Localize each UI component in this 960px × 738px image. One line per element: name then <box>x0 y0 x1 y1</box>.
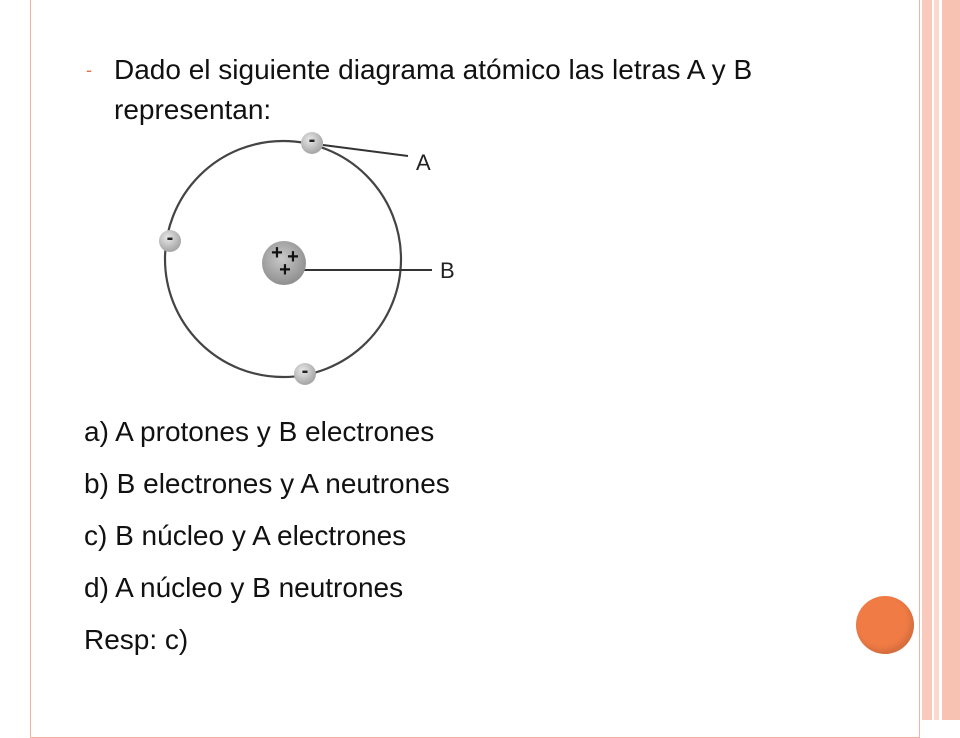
nucleus: + + + <box>262 241 306 285</box>
proton-sign: + <box>279 259 291 281</box>
orbit-ring <box>163 139 403 379</box>
label-b: B <box>440 258 455 283</box>
decorative-stripe <box>922 0 932 720</box>
decorative-circle <box>856 596 914 654</box>
atom-diagram: - - - + + + A B <box>159 129 455 385</box>
question: - Dado el siguiente diagrama atómico las… <box>86 50 866 130</box>
answer-options: a) A protones y B electrones b) B electr… <box>84 406 450 666</box>
bullet-dash: - <box>86 60 92 80</box>
electron-sign: - <box>167 227 174 249</box>
electron-sign: - <box>302 360 309 382</box>
label-a: A <box>416 150 431 175</box>
electron-top: - <box>301 129 323 154</box>
answer-text: Resp: c) <box>84 624 189 655</box>
option-a: a) A protones y B electrones <box>84 416 435 447</box>
decorative-stripe <box>934 0 939 720</box>
proton-sign: + <box>271 242 283 264</box>
question-text: Dado el siguiente diagrama atómico las l… <box>114 54 753 125</box>
option-d: d) A núcleo y B neutrones <box>84 572 404 603</box>
pointer-line-a <box>322 144 409 157</box>
decorative-stripe <box>942 0 960 720</box>
electron-left: - <box>159 227 181 252</box>
electron-bottom: - <box>294 360 316 385</box>
option-b: b) B electrones y A neutrones <box>84 468 450 499</box>
option-c: c) B núcleo y A electrones <box>84 520 407 551</box>
electron-sign: - <box>309 129 316 151</box>
proton-sign: + <box>287 246 299 268</box>
